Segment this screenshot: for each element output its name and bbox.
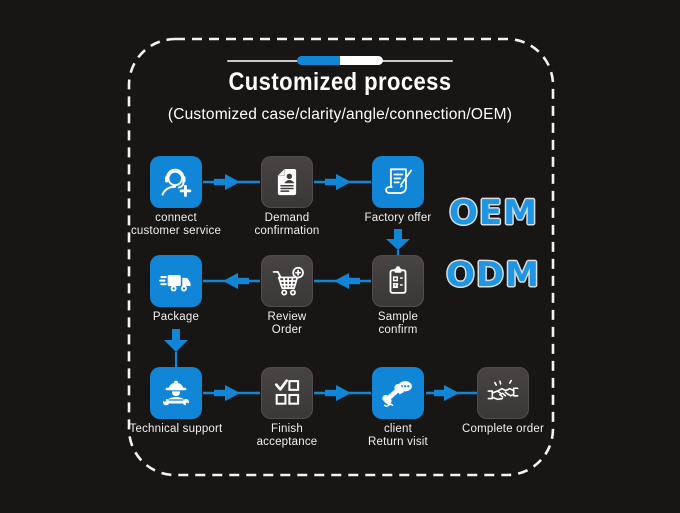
checklist-grid-icon [261,367,313,419]
step-label: Finish acceptance [256,423,318,448]
arrow-right-icon [203,173,260,191]
customer-service-headset-icon [150,156,202,208]
handshake-icon [477,367,529,419]
pill-blue-segment [297,56,340,65]
step-review-order: Review Order [261,255,313,336]
odm-label: ODM [446,255,540,295]
arrow-left-icon [314,272,371,290]
arrow-right-icon [203,384,260,402]
pill-white-segment [340,56,383,65]
step-package: Package [150,255,202,323]
arrow-right-icon [314,173,371,191]
phone-chat-icon [372,367,424,419]
step-label: Complete order [461,423,545,435]
step-label: Review Order [267,311,307,336]
resume-document-icon [261,156,313,208]
document-pen-icon [372,156,424,208]
delivery-truck-icon [150,255,202,307]
header-divider-pill [297,56,383,65]
cart-plus-icon [261,255,313,307]
step-complete-order: Complete order [462,367,544,435]
worker-wrench-icon [150,367,202,419]
arrow-down-icon [163,329,189,367]
arrow-right-icon [314,384,371,402]
page-subtitle: (Customized case/clarity/angle/connectio… [167,106,513,123]
step-label: Package [152,311,200,323]
step-label: Sample confirm [377,311,419,336]
step-label: Factory offer [364,212,432,224]
step-sample-confirm: Sample confirm [372,255,424,336]
arrow-left-icon [203,272,260,290]
step-label: client Return visit [368,423,428,448]
step-factory-offer: Factory offer [365,156,431,224]
arrow-right-icon [426,384,477,402]
step-label: connect customer service [130,212,222,237]
step-connect-customer-service: connect customer service [131,156,221,237]
step-technical-support: Technical support [130,367,222,435]
step-label: Technical support [129,423,223,435]
step-client-return-visit: client Return visit [368,367,428,448]
page-title: Customized process [228,68,452,96]
step-finish-acceptance: Finish acceptance [257,367,317,448]
arrow-down-icon [385,229,411,255]
oem-label: OEM [449,193,538,233]
clipboard-checklist-icon [372,255,424,307]
step-label: Demand confirmation [254,212,320,237]
step-demand-confirmation: Demand confirmation [254,156,319,237]
